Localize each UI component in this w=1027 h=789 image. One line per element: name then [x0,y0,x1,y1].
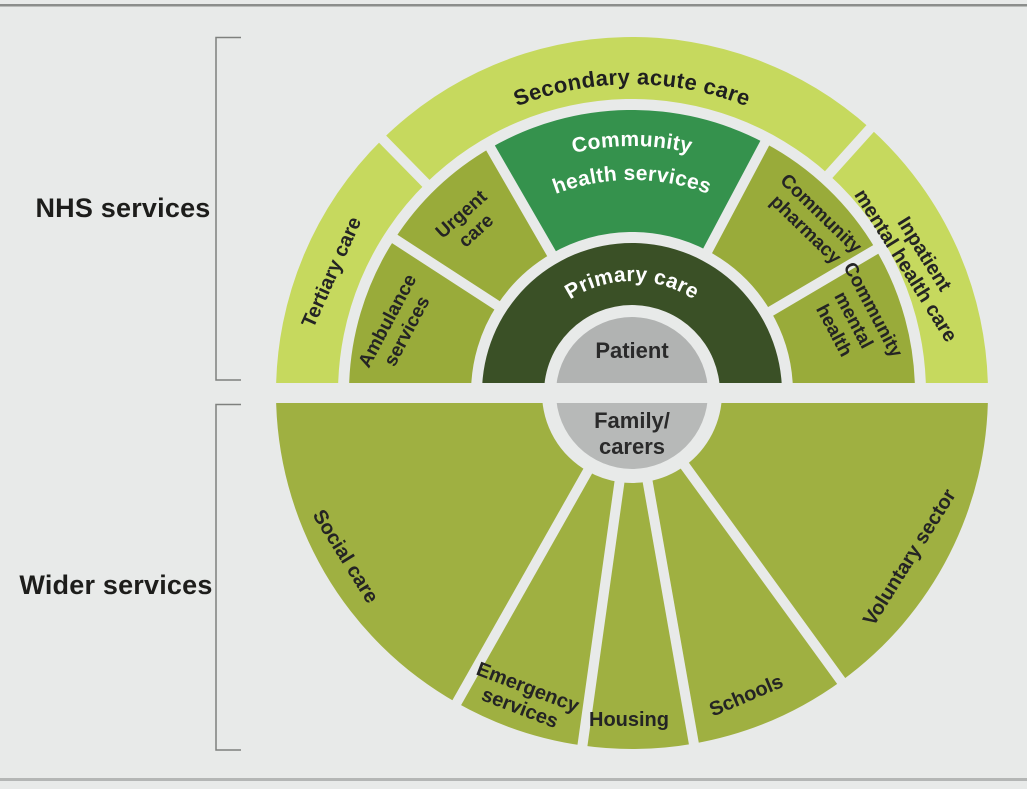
seg-emergency-services [456,471,620,746]
nhs-bracket [215,36,241,381]
family-carers-label: Family/ [594,408,670,433]
family-carers-label: carers [599,434,665,459]
segment-divider [386,230,505,313]
nhs-services-group-label: NHS services [35,193,210,223]
segment-divider [576,475,626,753]
segment-divider [763,241,885,319]
equator-gap [0,383,1027,403]
seg-community-mental-health [770,249,915,393]
segment-divider [820,120,878,183]
seg-secondary-acute-care [382,37,871,184]
seg-community-health-services [490,109,765,254]
segment-divider [449,463,595,711]
seg-ambulance-services [349,238,497,393]
seg-tertiary-care [276,139,426,393]
seg-schools [647,465,842,744]
border-top-line [0,4,1027,7]
segment-divider [374,131,434,192]
seg-inpatient-mental-health-care [828,128,988,393]
family-carers-semicircle [556,393,708,469]
segment-divider [641,474,700,751]
patient-semicircle [556,317,708,393]
segment-divider [677,458,849,689]
segment-divider [482,139,559,262]
seg-primary-care [482,243,782,393]
seg-social-care [276,393,588,703]
wider-services-group-label: Wider services [19,570,212,600]
wider-bracket [215,403,241,751]
border-bottom-line [0,778,1027,781]
seg-voluntary-sector [684,393,988,681]
patient-label: Patient [595,338,669,363]
segment-divider [700,134,773,259]
housing-label: Housing [589,709,669,731]
